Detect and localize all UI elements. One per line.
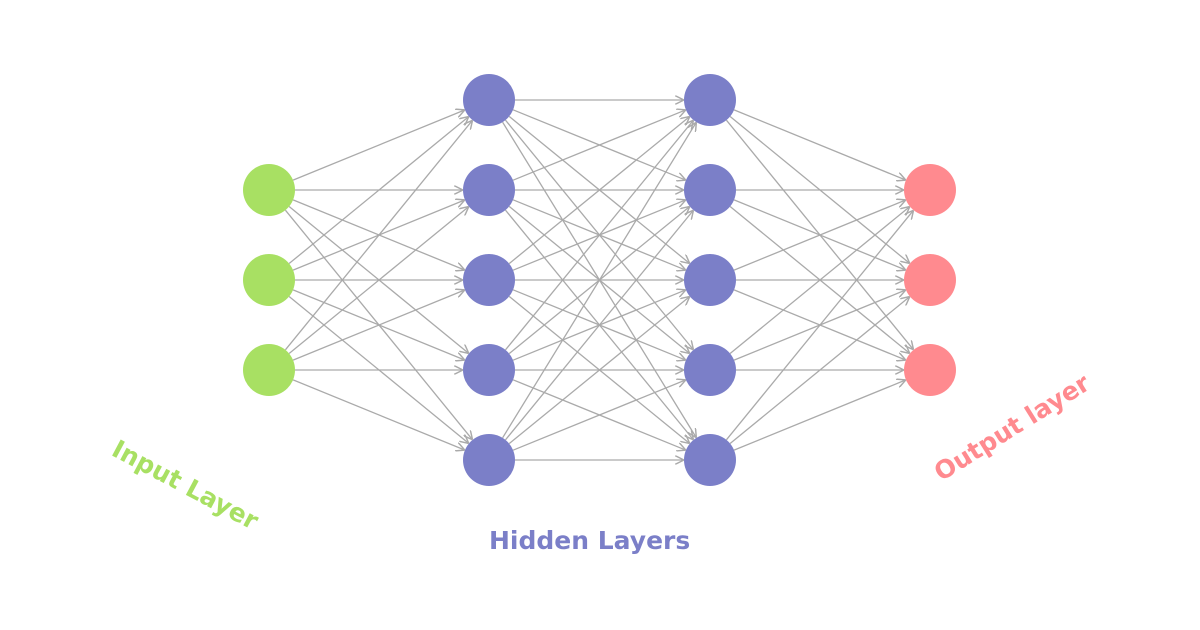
node-output-1 (904, 254, 956, 306)
edge-hidden1-4-hidden2-2 (508, 297, 689, 445)
node-hidden2-2 (684, 254, 736, 306)
edge-input-0-hidden1-0 (292, 110, 464, 181)
node-input-2 (243, 344, 295, 396)
node-hidden1-1 (463, 164, 515, 216)
edge-hidden2-4-output-2 (733, 380, 905, 451)
edge-hidden2-0-output-0 (733, 109, 905, 180)
edge-input-2-hidden1-0 (284, 121, 472, 351)
edge-hidden1-2-hidden2-0 (508, 117, 689, 265)
node-hidden2-4 (684, 434, 736, 486)
edge-hidden2-2-output-0 (733, 200, 905, 271)
node-hidden2-1 (684, 164, 736, 216)
edge-hidden2-4-output-1 (729, 297, 909, 445)
edge-hidden1-4-hidden2-3 (512, 380, 685, 451)
node-output-0 (904, 164, 956, 216)
node-hidden1-3 (463, 344, 515, 396)
edge-hidden1-1-hidden2-0 (512, 110, 685, 181)
edge-hidden1-4-hidden2-0 (502, 123, 696, 439)
edge-input-2-hidden1-1 (288, 207, 468, 355)
node-input-0 (243, 164, 295, 216)
edge-input-2-hidden1-4 (292, 379, 464, 450)
edge-input-1-hidden1-0 (288, 117, 468, 265)
node-hidden1-4 (463, 434, 515, 486)
node-input-1 (243, 254, 295, 306)
edge-hidden2-3-output-0 (729, 207, 909, 355)
edge-input-2-hidden1-2 (292, 290, 464, 361)
node-hidden1-0 (463, 74, 515, 126)
edge-hidden1-4-hidden2-1 (504, 211, 692, 441)
node-hidden1-2 (463, 254, 515, 306)
connections (284, 100, 913, 460)
node-output-2 (904, 344, 956, 396)
node-hidden2-0 (684, 74, 736, 126)
node-hidden2-3 (684, 344, 736, 396)
neurons (243, 74, 956, 486)
edge-hidden2-4-output-0 (725, 211, 913, 441)
edge-hidden1-3-hidden2-0 (504, 121, 692, 351)
hidden-layers-label: Hidden Layers (489, 526, 691, 555)
